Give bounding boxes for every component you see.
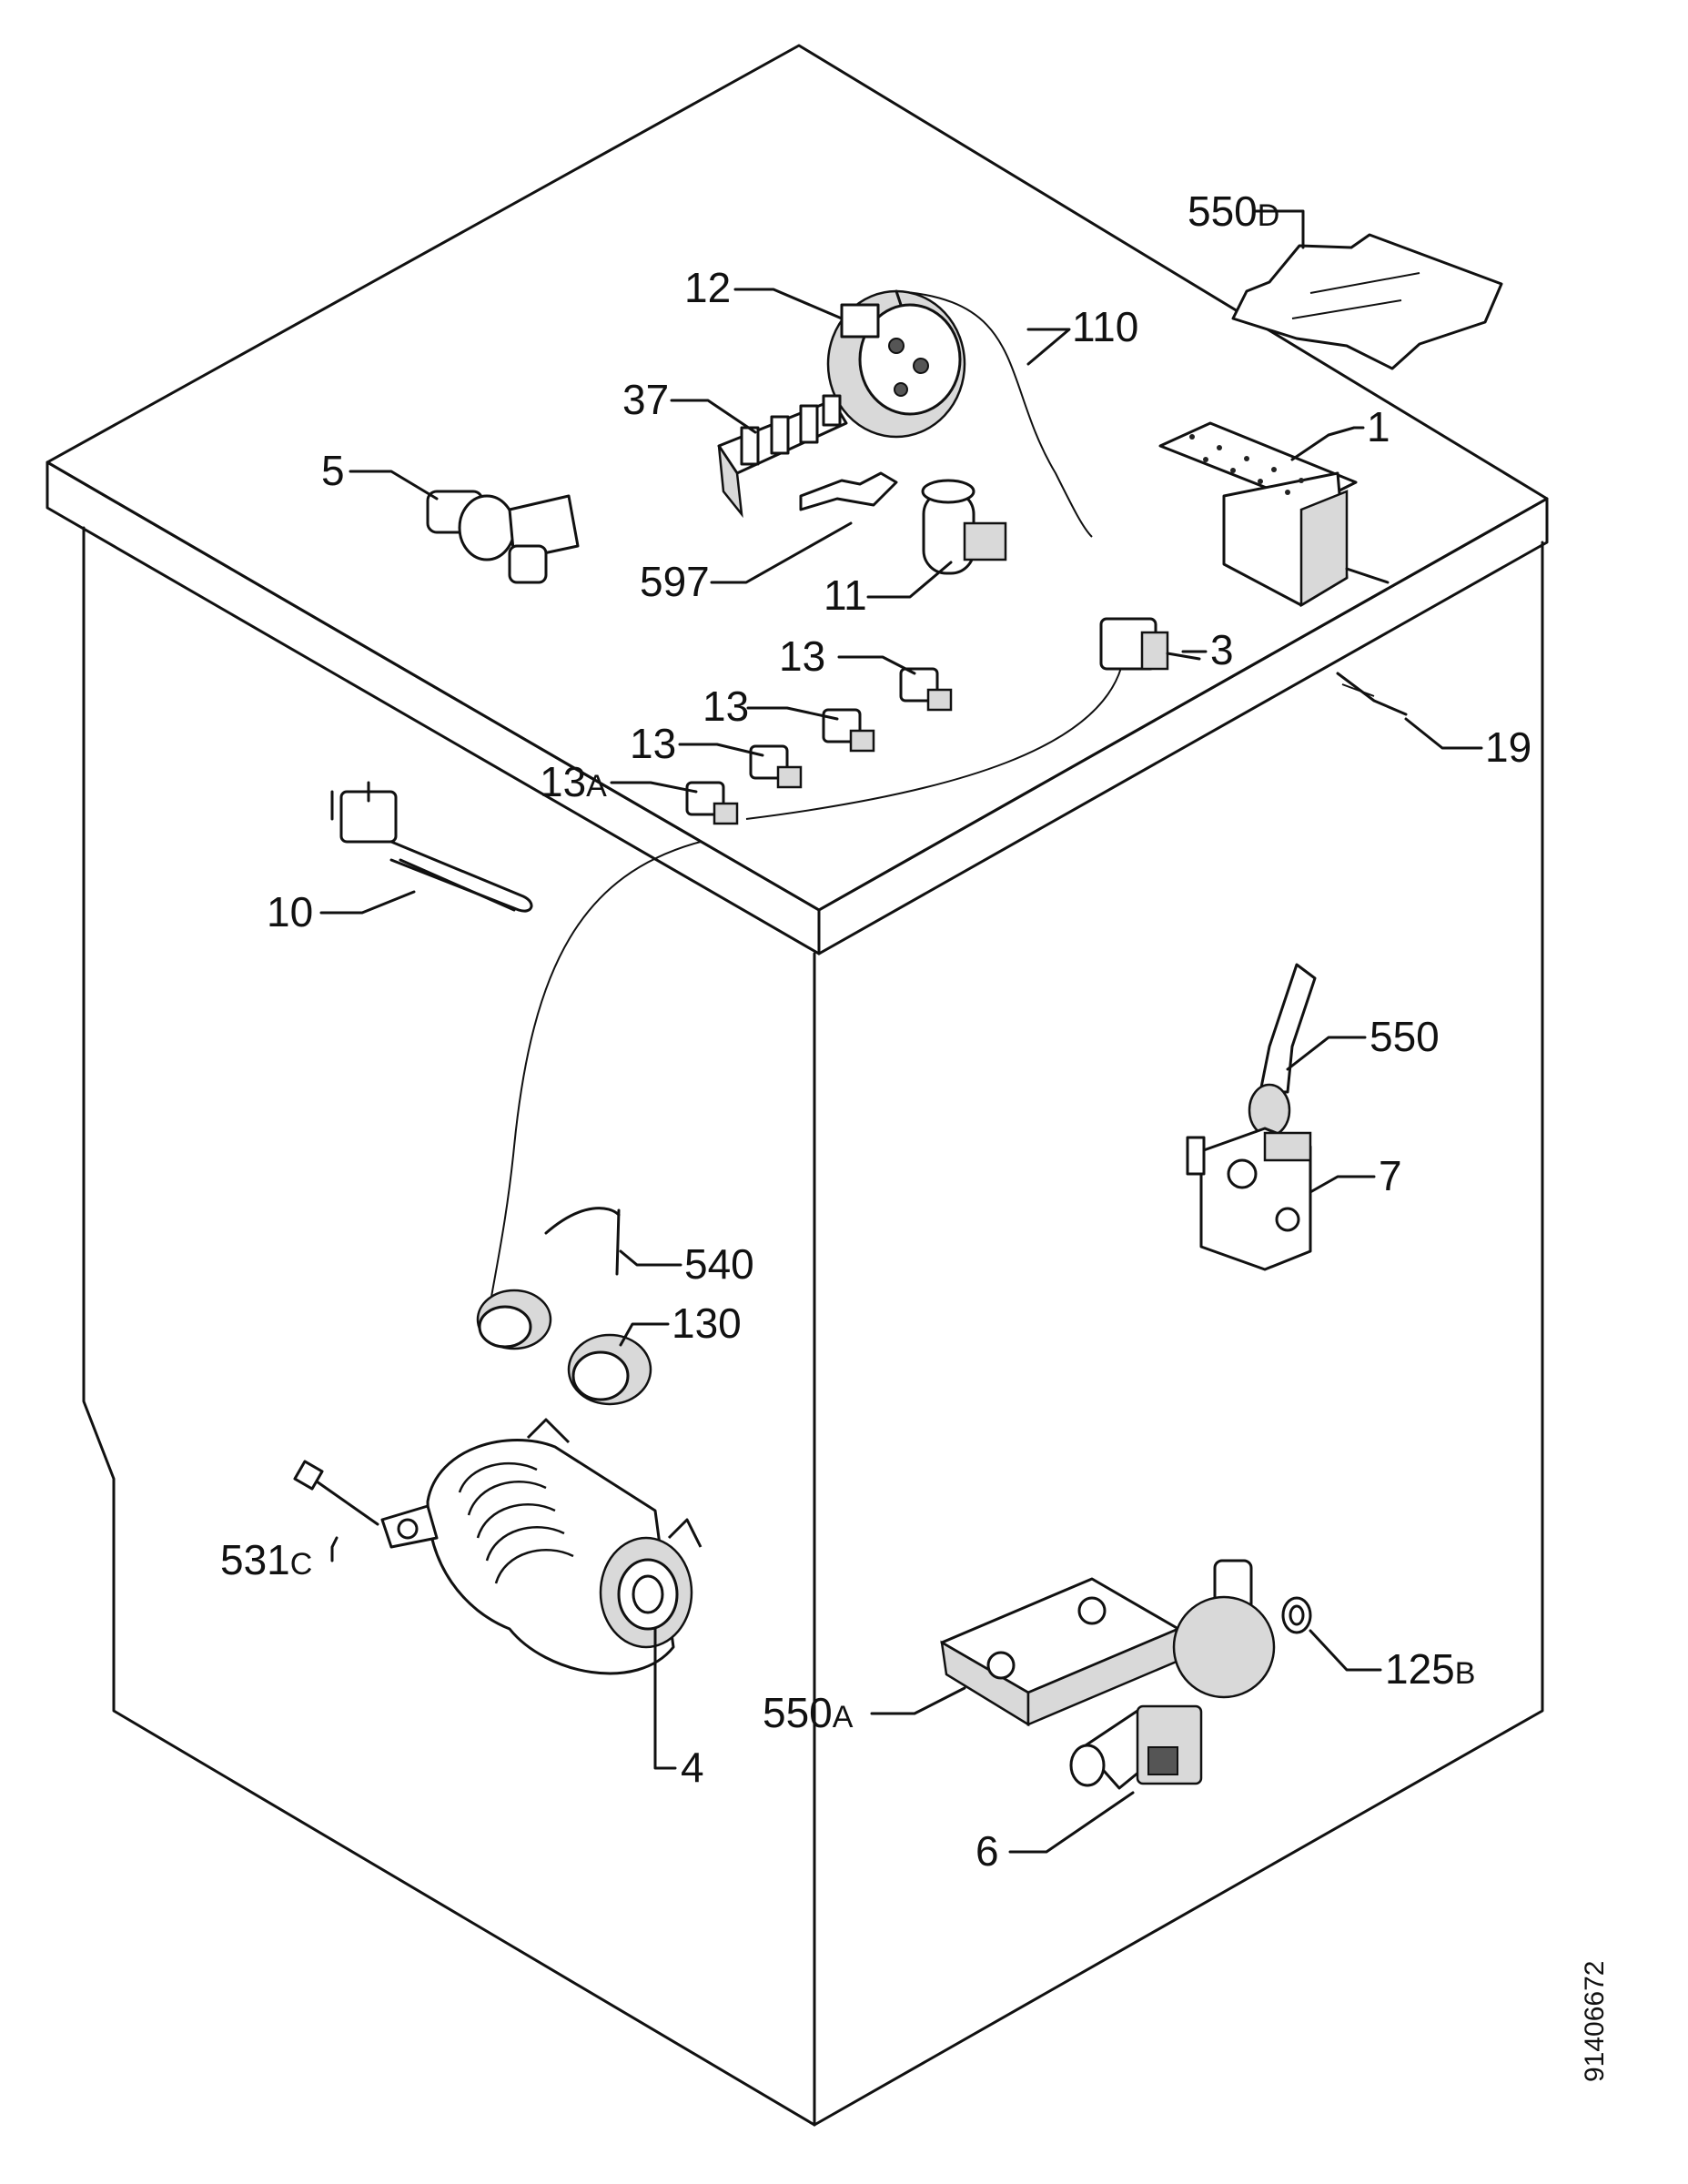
callout-10: 10 bbox=[267, 888, 313, 935]
sensor-19 bbox=[1336, 672, 1408, 716]
callout-11: 11 bbox=[824, 571, 867, 619]
callout-12: 12 bbox=[684, 264, 731, 311]
callout-19: 19 bbox=[1485, 723, 1531, 771]
door-switch-3 bbox=[1099, 617, 1201, 671]
callout-531c: 531C bbox=[220, 1536, 312, 1583]
callout-125b: 125B bbox=[1385, 1645, 1475, 1693]
callout-13a: 13A bbox=[540, 758, 607, 805]
callout-5: 5 bbox=[321, 447, 345, 494]
pressure-switch-12 bbox=[826, 289, 966, 439]
terminal-block-37 bbox=[717, 394, 848, 519]
callout-110: 110 bbox=[1072, 303, 1138, 350]
door-interlock-7 bbox=[1186, 963, 1317, 1271]
callout-7: 7 bbox=[1379, 1152, 1402, 1199]
callout-550a: 550A bbox=[763, 1689, 854, 1736]
callout-37: 37 bbox=[622, 376, 669, 423]
callout-13-middle: 13 bbox=[702, 682, 749, 730]
callout-13-lower: 13 bbox=[630, 720, 676, 767]
shield-plate-550d bbox=[1231, 233, 1503, 370]
cover-550a bbox=[940, 1577, 1180, 1727]
document-id: 91406672 bbox=[1580, 1961, 1610, 2082]
callout-4: 4 bbox=[681, 1744, 704, 1791]
callout-1: 1 bbox=[1367, 403, 1390, 450]
leader-lines bbox=[319, 209, 1483, 1854]
cabinet-outline bbox=[45, 44, 1549, 2127]
programme-timer-1 bbox=[1158, 421, 1390, 608]
clamp-540 bbox=[544, 1207, 621, 1276]
callout-3: 3 bbox=[1210, 626, 1234, 673]
callout-labels: 550D 12 110 37 1 5 597 11 13 3 13 13 19 … bbox=[220, 187, 1531, 1875]
callout-130: 130 bbox=[672, 1299, 742, 1347]
callout-597: 597 bbox=[640, 558, 710, 605]
callout-550: 550 bbox=[1370, 1013, 1440, 1060]
callout-540: 540 bbox=[684, 1240, 754, 1288]
callout-13-top: 13 bbox=[779, 632, 825, 680]
screw-531c bbox=[293, 1460, 379, 1526]
capacitor-11 bbox=[921, 479, 1007, 575]
wiring bbox=[490, 290, 1122, 1298]
motor-4 bbox=[380, 1418, 702, 1675]
grommets-130 bbox=[476, 1289, 652, 1406]
clip-597 bbox=[799, 471, 898, 511]
callout-6: 6 bbox=[975, 1827, 999, 1875]
heating-element-10 bbox=[330, 781, 533, 913]
drain-pump-6 bbox=[1069, 1559, 1276, 1790]
seal-ring-125b bbox=[1281, 1596, 1312, 1634]
callout-550d: 550D bbox=[1188, 187, 1279, 235]
inlet-valve-5 bbox=[426, 490, 580, 584]
